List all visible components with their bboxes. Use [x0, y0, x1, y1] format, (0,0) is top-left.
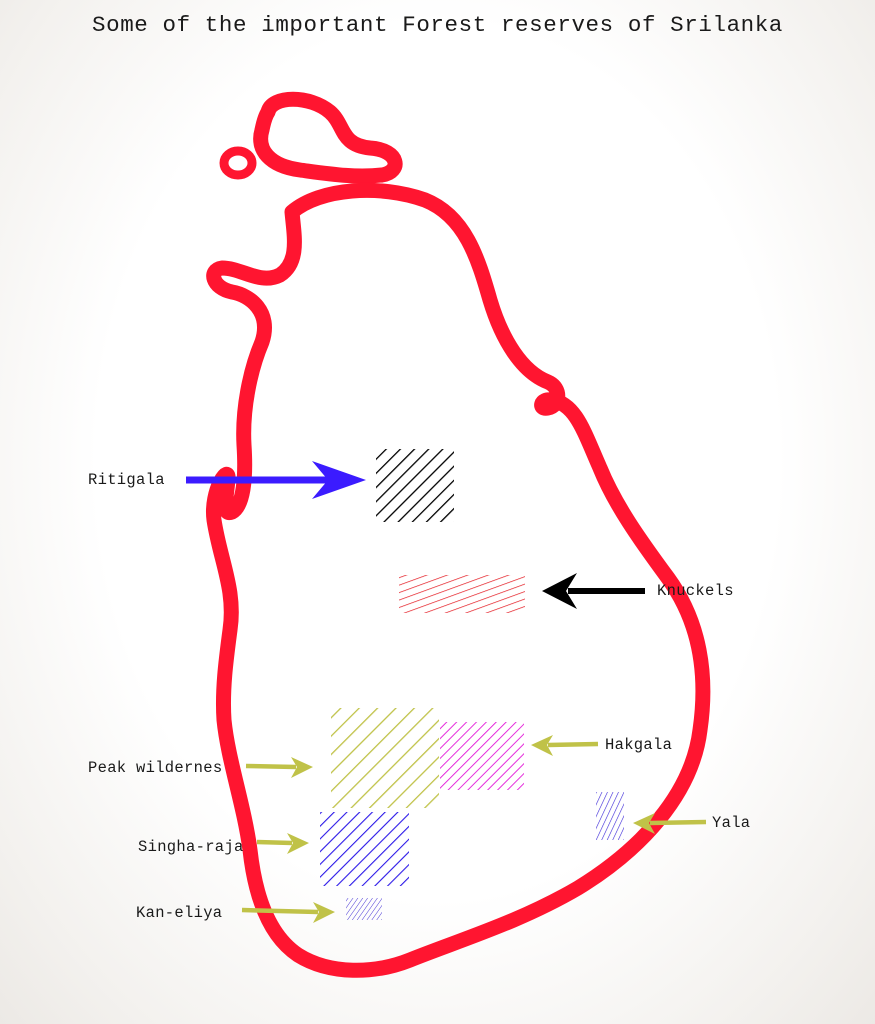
- knuckels-reserve-patch: [399, 575, 525, 613]
- singharaja-reserve-patch: [320, 812, 409, 886]
- hakgala-arrowhead: [531, 735, 553, 756]
- hakgala-arrow-shaft: [547, 741, 599, 748]
- hakgala-arrow: [531, 735, 599, 756]
- yala-arrow: [633, 813, 707, 834]
- peak-wilderness-arrow: [245, 757, 313, 778]
- yala-arrowhead: [633, 813, 655, 834]
- yala-reserve-patch: [596, 792, 624, 840]
- kaneliya-reserve-patch: [346, 898, 382, 920]
- ritigala-reserve-patch: [376, 449, 454, 522]
- ritigala-label: Ritigala: [88, 471, 165, 489]
- kaneliya-arrowhead: [313, 902, 335, 923]
- islet-small: [219, 146, 257, 180]
- peak-arrowhead: [291, 757, 313, 778]
- singharaja-arrow: [256, 833, 309, 854]
- peak-wilderness-reserve-patch: [331, 708, 439, 808]
- knuckels-arrowhead: [542, 573, 577, 609]
- peak-wilderness-label: Peak wildernes: [88, 759, 223, 777]
- peak-arrow-shaft: [245, 763, 297, 770]
- knuckels-label: Knuckels: [657, 582, 734, 600]
- yala-label: Yala: [712, 814, 751, 832]
- singharaja-arrowhead: [287, 833, 309, 854]
- yala-arrow-shaft: [649, 819, 707, 826]
- singharaja-label: Singha-raja: [138, 838, 244, 856]
- ritigala-arrowhead: [312, 461, 366, 499]
- singharaja-arrow-shaft: [256, 839, 293, 846]
- hakgala-label: Hakgala: [605, 736, 673, 754]
- ritigala-arrow: [186, 461, 366, 499]
- kaneliya-arrow-shaft: [241, 907, 319, 915]
- hakgala-reserve-patch: [440, 722, 524, 790]
- kaneliya-arrow: [241, 902, 335, 923]
- islet-jaffna-loop: [253, 91, 403, 184]
- map-title: Some of the important Forest reserves of…: [91, 12, 783, 38]
- island-outline: [205, 91, 711, 978]
- knuckels-arrow: [542, 573, 645, 609]
- mainland-outline: [205, 182, 711, 978]
- kaneliya-label: Kan-eliya: [136, 904, 223, 922]
